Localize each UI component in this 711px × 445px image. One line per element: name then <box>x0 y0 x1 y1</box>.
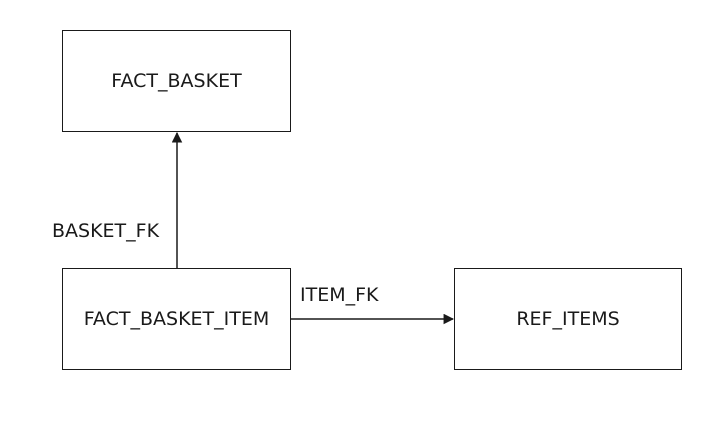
relationship-label-item-fk: ITEM_FK <box>300 284 379 306</box>
entity-ref-items[interactable]: REF_ITEMS <box>454 268 682 370</box>
entity-fact-basket-item[interactable]: FACT_BASKET_ITEM <box>62 268 291 370</box>
relationship-label-basket-fk: BASKET_FK <box>52 220 160 242</box>
entity-fact-basket[interactable]: FACT_BASKET <box>62 30 291 132</box>
entity-label: REF_ITEMS <box>516 308 620 330</box>
entity-label: FACT_BASKET_ITEM <box>83 308 270 330</box>
entity-label: FACT_BASKET <box>111 70 242 92</box>
